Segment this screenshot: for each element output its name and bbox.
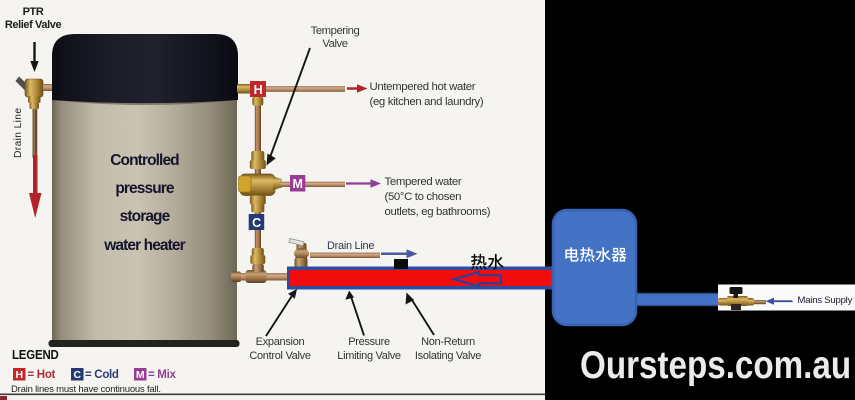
svg-text:M: M [136,369,145,381]
svg-text:C: C [252,216,261,230]
svg-text:H: H [16,369,24,381]
svg-text:M: M [292,177,302,191]
svg-text:C: C [74,369,82,381]
svg-text:H: H [254,83,263,97]
